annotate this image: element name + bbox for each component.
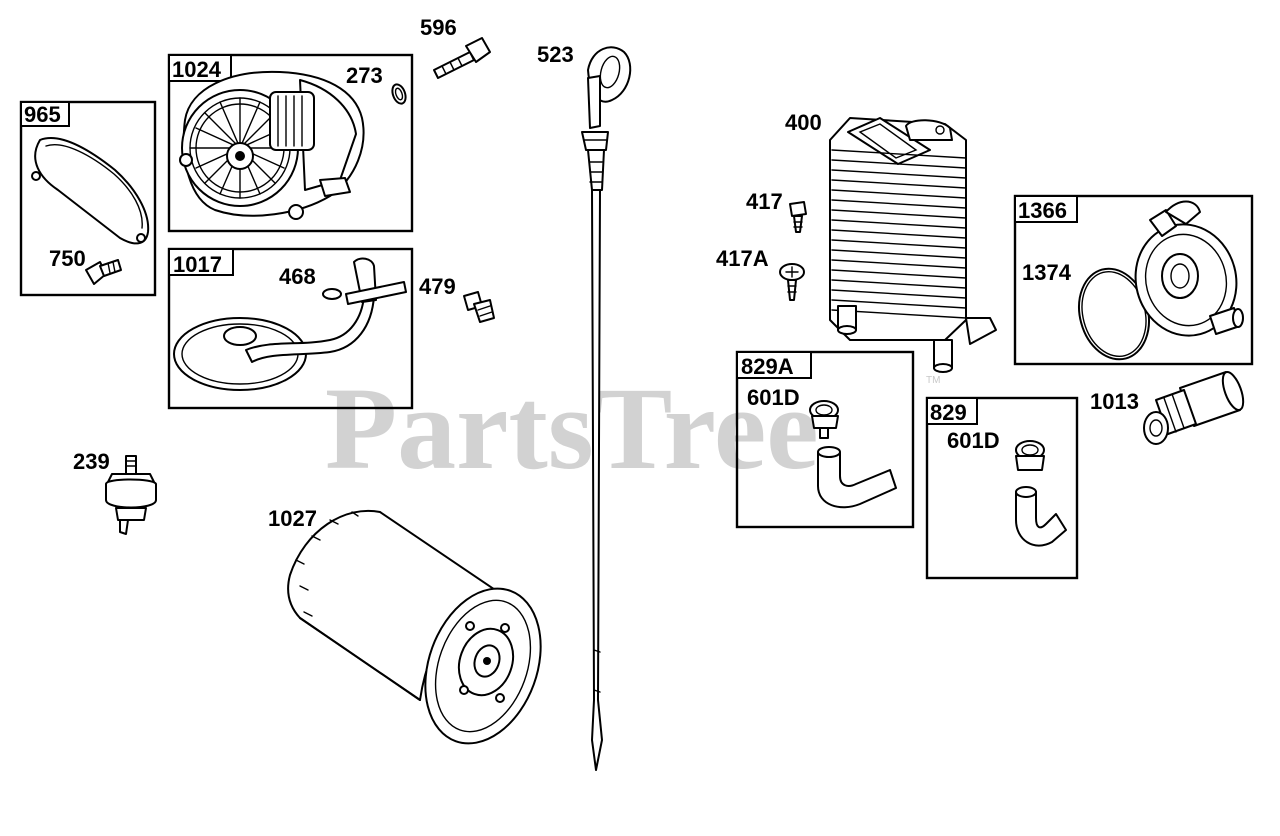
callout-273: 273 [346,63,383,88]
part-group-1366[interactable]: 1366 1374 [1013,194,1254,367]
oil-pump-drawing [179,70,365,220]
part-group-965[interactable]: 965 750 [19,100,157,297]
part-479[interactable]: 479 [419,274,495,323]
callout-829a: 829A [741,354,794,379]
callout-1017: 1017 [173,252,222,277]
bolt-750 [85,259,122,285]
adapter-drawing [1134,200,1244,337]
callout-965: 965 [24,102,61,127]
callout-601d-a: 601D [747,385,800,410]
callout-1027: 1027 [268,506,317,531]
callout-1374: 1374 [1022,260,1072,285]
watermark-trademark: TM [926,375,940,386]
gasket-drawing [31,137,150,245]
clamp-601d-a [809,400,839,439]
oring-468 [322,288,342,300]
callout-417: 417 [746,189,783,214]
part-group-829[interactable]: 829 601D [925,396,1079,580]
part-1013[interactable]: 1013 [1090,369,1247,445]
callout-479: 479 [419,274,456,299]
clamp-601d-b [1015,440,1045,471]
hose-829a [817,446,897,509]
callout-1366: 1366 [1018,198,1067,223]
callout-601d-b: 601D [947,428,1000,453]
part-239[interactable]: 239 [73,449,157,535]
part-417a[interactable]: 417A [716,246,805,301]
part-400-oil-cooler[interactable]: 400 [785,110,997,373]
part-1027-oil-filter[interactable]: 1027 [268,506,561,760]
oring-273 [391,83,407,105]
part-523-dipstick[interactable]: 523 [537,42,632,771]
callout-1013: 1013 [1090,389,1139,414]
callout-829: 829 [930,400,967,425]
callout-468: 468 [279,264,316,289]
part-417[interactable]: 417 [746,189,807,233]
part-group-829a[interactable]: 829A 601D [735,350,915,529]
pickup-tube-drawing [173,257,407,391]
hose-829 [1015,486,1067,547]
part-group-1024[interactable]: 1024 273 [167,53,414,233]
callout-1024: 1024 [172,57,222,82]
callout-239: 239 [73,449,110,474]
callout-400: 400 [785,110,822,135]
callout-750: 750 [49,246,86,271]
watermark: PartsTree [325,363,819,494]
part-group-1017[interactable]: 1017 468 [167,247,414,410]
part-596[interactable]: 596 [420,15,491,79]
callout-596: 596 [420,15,457,40]
callout-417a: 417A [716,246,769,271]
callout-523: 523 [537,42,574,67]
